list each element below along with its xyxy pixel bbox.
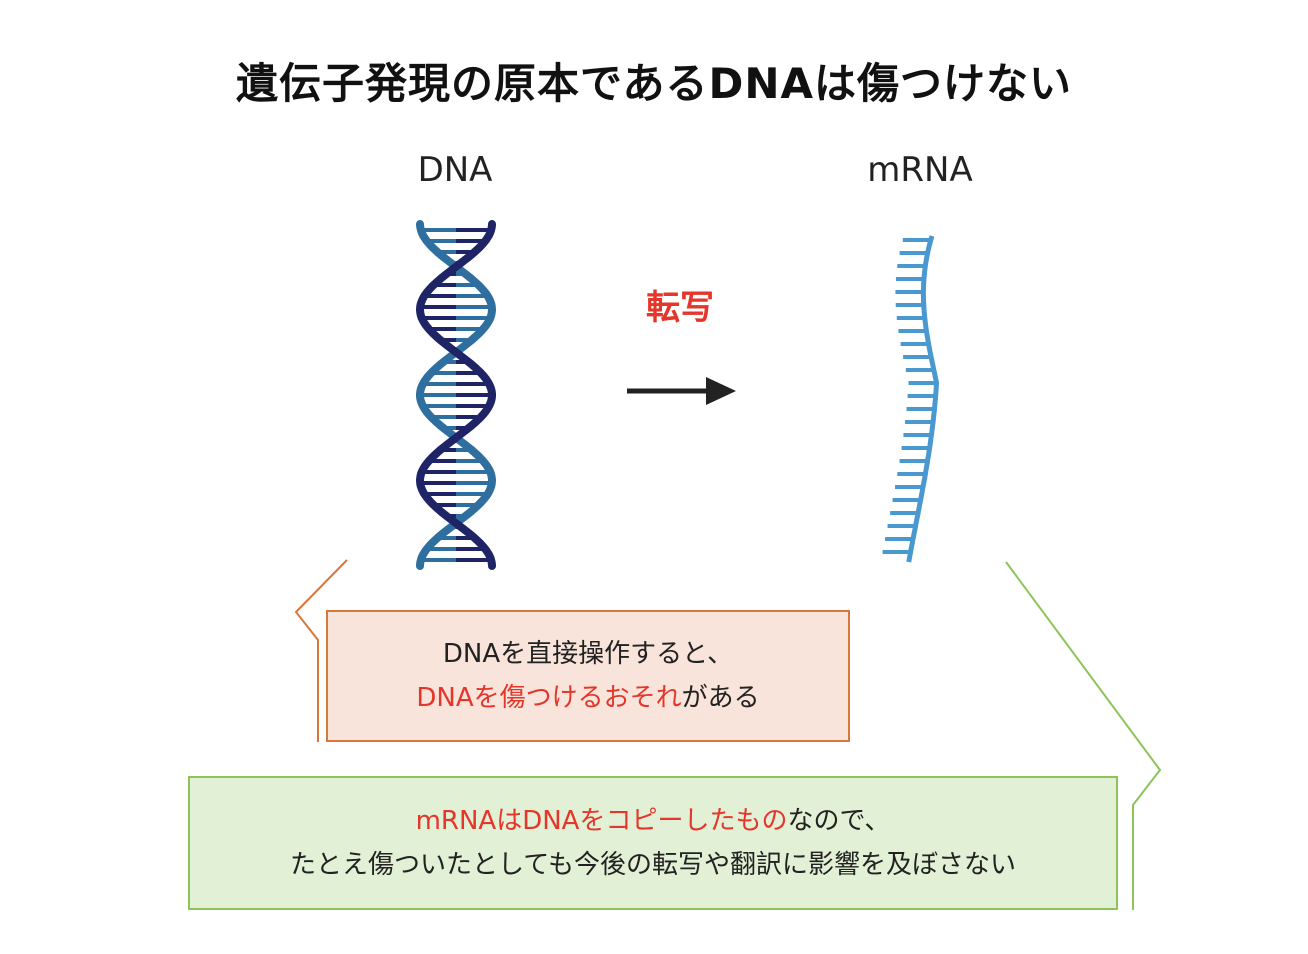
dna-helix-icon [415, 220, 497, 570]
mrna-explanation-rest: なので、 [787, 806, 891, 836]
mrna-explanation-line2: たとえ傷ついたとしても今後の転写や翻訳に影響を及ぼさない [290, 850, 1016, 880]
page-title: 遺伝子発現の原本であるDNAは傷つけない [235, 59, 1073, 108]
transcription-label: 転写 [646, 288, 714, 328]
dna-callout-connector [294, 559, 348, 742]
mrna-backbone [906, 235, 940, 563]
mrna-strand-icon [882, 235, 940, 563]
dna-warning-box: DNAを直接操作すると、 DNAを傷つけるおそれがある [326, 610, 850, 742]
dna-warning-line1: DNAを直接操作すると、 [442, 639, 734, 669]
mrna-callout-connector [1005, 561, 1162, 910]
dna-backbone-strand [416, 220, 497, 570]
dna-warning-rest: がある [681, 683, 760, 713]
mrna-label: mRNA [867, 150, 973, 190]
mrna-explanation-box: mRNAはDNAをコピーしたものなので、 たとえ傷ついたとしても今後の転写や翻訳… [188, 776, 1118, 910]
mrna-explanation-highlight: mRNAはDNAをコピーしたもの [415, 806, 788, 836]
dna-warning-line2: DNAを傷つけるおそれがある [416, 676, 759, 720]
mrna-explanation-line1: mRNAはDNAをコピーしたものなので、 [416, 799, 891, 843]
dna-warning-highlight: DNAを傷つけるおそれ [416, 683, 682, 713]
transcription-arrow [627, 377, 736, 405]
dna-backbone-strand [415, 220, 496, 570]
dna-label: DNA [417, 150, 493, 190]
